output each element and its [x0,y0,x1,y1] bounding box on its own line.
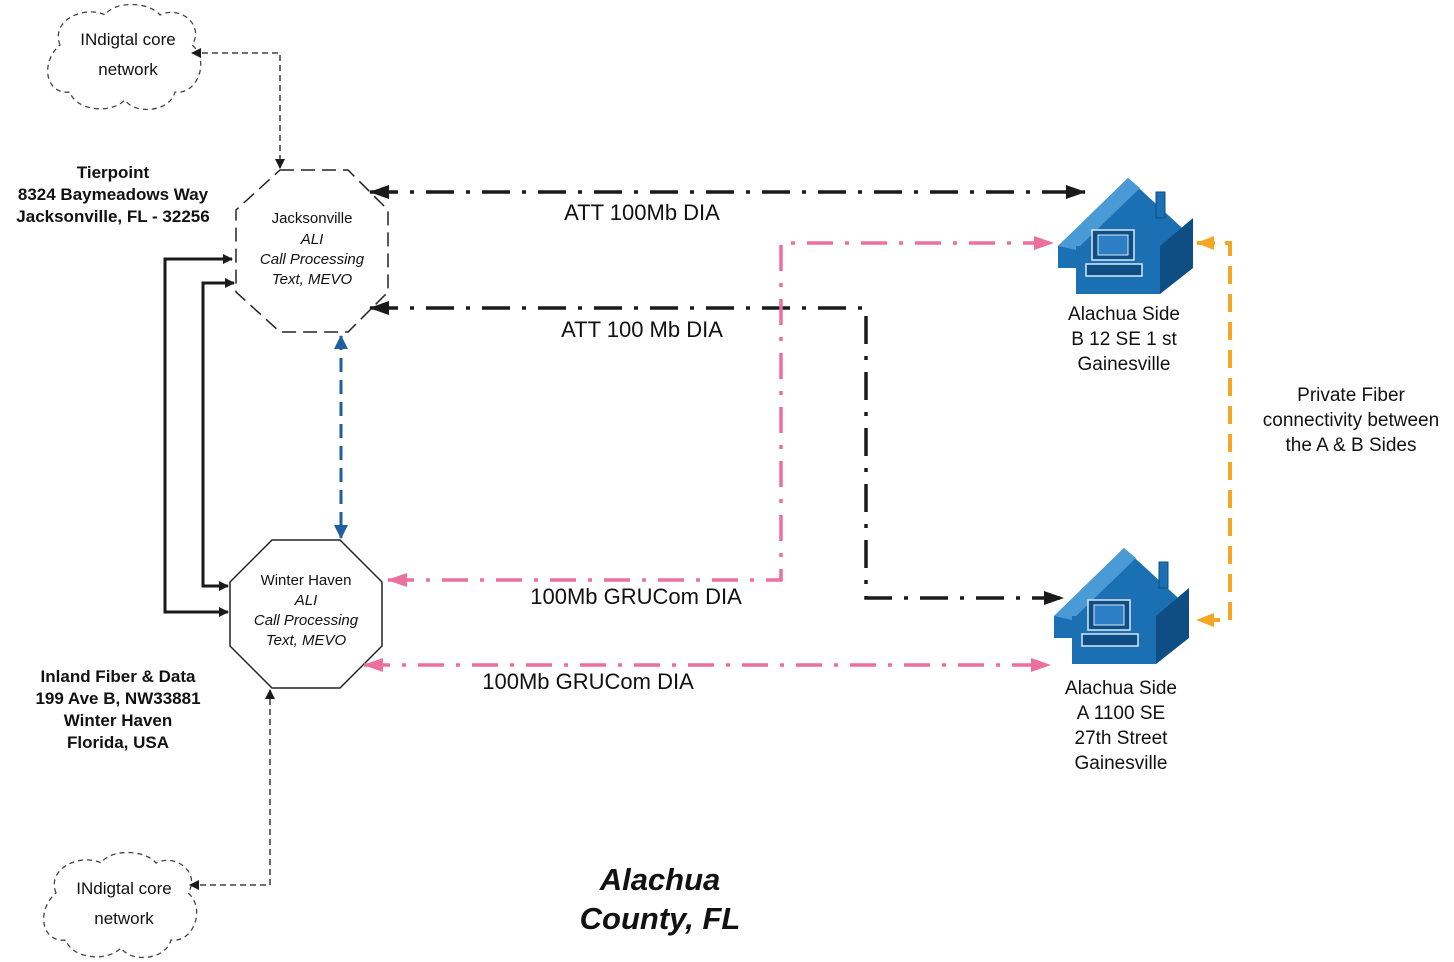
winter-haven-line1: Winter Haven [261,572,352,589]
private-fiber-line1: Private Fiber [1297,385,1405,406]
site-a-line4: Gainesville [1075,753,1168,774]
att-link-second-label: ATT 100 Mb DIA [561,317,723,342]
site-b-line3: Gainesville [1078,354,1171,375]
jacksonville-line3: Call Processing [260,251,365,268]
solid-link-outer [163,254,233,617]
tierpoint-line3: Jacksonville, FL - 32256 [16,207,209,226]
cloud-label-line1: INdigtal core [80,30,175,49]
private-fiber-link [1196,236,1232,627]
site-a-label: Alachua Side A 1100 SE 27th Street Gaine… [1065,678,1177,774]
grucom-link-1 [387,236,1054,587]
county-line1: Alachua [599,862,721,897]
cloud-label-line1: INdigtal core [76,879,171,898]
county-line2: County, FL [580,901,741,936]
inland-line2: 199 Ave B, NW33881 [35,689,200,708]
winter-haven-line3: Call Processing [254,612,359,629]
cloud-label-line2: network [98,60,158,79]
inland-line4: Florida, USA [67,733,169,752]
tierpoint-line1: Tierpoint [77,163,150,182]
solid-link-inner [201,278,235,591]
jacksonville-line2: ALI [300,231,324,248]
site-a-house-icon [1054,548,1189,664]
att-link-top-label: ATT 100Mb DIA [564,200,720,225]
site-b-line2: B 12 SE 1 st [1071,329,1177,350]
site-a-line3: 27th Street [1075,728,1169,749]
county-title: Alachua County, FL [580,862,741,936]
cloud-bottom: INdigtal core network [43,851,198,959]
cloud-top-connector [191,48,285,169]
winter-haven-line4: Text, MEVO [266,632,347,649]
grucom-link-2-label: 100Mb GRUCom DIA [482,669,694,694]
cloud-outline [43,851,198,959]
grucom-link-1-label: 100Mb GRUCom DIA [530,584,742,609]
site-a-line1: Alachua Side [1065,678,1177,699]
tierpoint-address: Tierpoint 8324 Baymeadows Way Jacksonvil… [16,163,209,226]
winter-haven-octagon [229,539,383,689]
tierpoint-line2: 8324 Baymeadows Way [18,185,209,204]
site-a-line2: A 1100 SE [1077,703,1165,724]
winter-haven-node: Winter Haven ALI Call Processing Text, M… [229,539,383,689]
private-fiber-line3: the A & B Sides [1286,435,1417,456]
cloud-label-line2: network [94,909,154,928]
jacksonville-line1: Jacksonville [272,210,353,227]
inland-line1: Inland Fiber & Data [41,667,196,686]
site-b-house-icon [1058,178,1193,294]
inland-address: Inland Fiber & Data 199 Ave B, NW33881 W… [35,667,200,752]
site-b-label: Alachua Side B 12 SE 1 st Gainesville [1068,304,1180,375]
private-fiber-label: Private Fiber connectivity between the A… [1263,385,1439,456]
jacksonville-line4: Text, MEVO [272,271,353,288]
site-b-line1: Alachua Side [1068,304,1180,325]
jacksonville-octagon [235,169,389,333]
cloud-bottom-connector [189,689,275,890]
inland-line3: Winter Haven [64,711,172,730]
private-fiber-line2: connectivity between [1263,410,1439,431]
cloud-top: INdigtal core network [47,3,202,111]
winter-haven-line2: ALI [294,592,318,609]
att-link-second [369,301,1064,605]
jacksonville-node: Jacksonville ALI Call Processing Text, M… [235,169,389,333]
cloud-outline [47,3,202,111]
